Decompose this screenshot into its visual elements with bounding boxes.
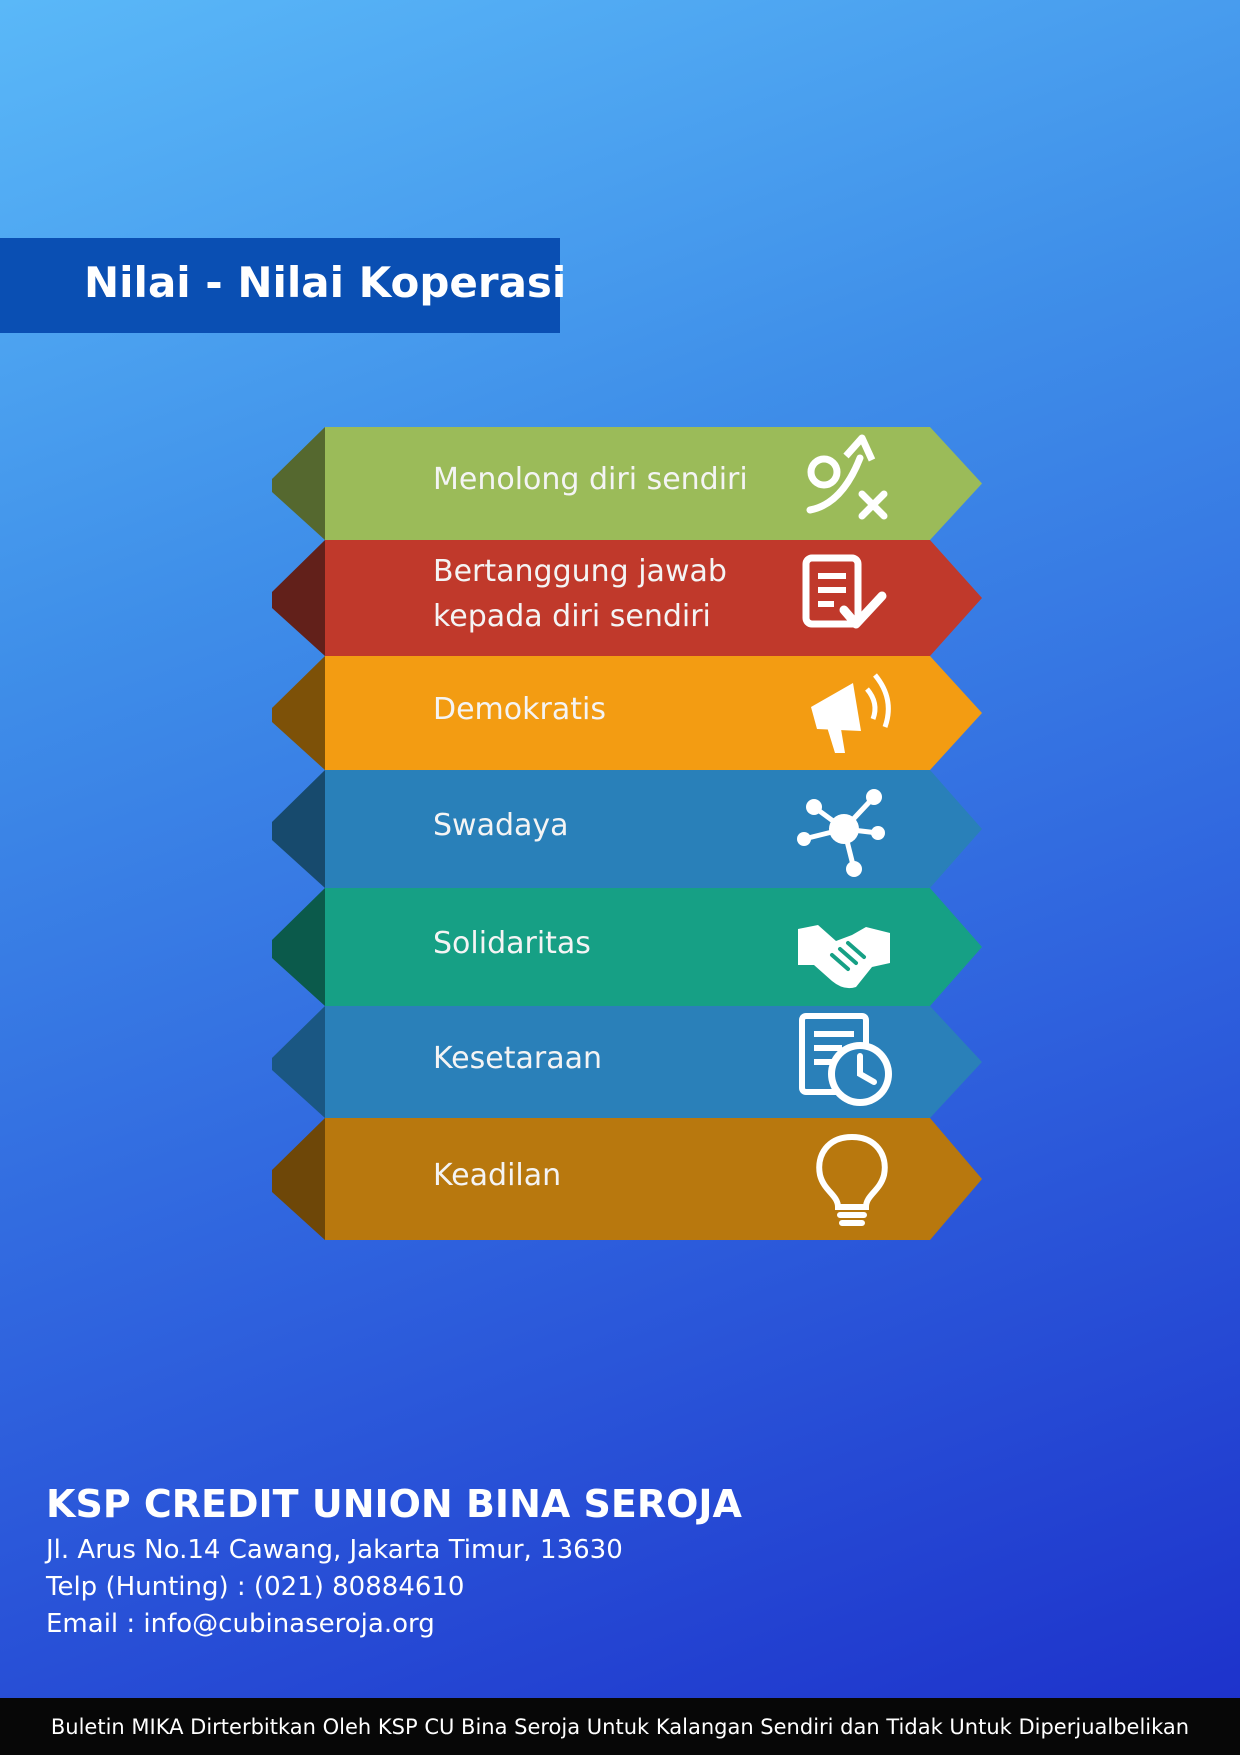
section-title-banner: Nilai - Nilai Koperasi [0, 238, 566, 333]
band-side-face [272, 656, 325, 770]
phone-text: Telp (Hunting) : (021) 80884610 [46, 1572, 465, 1602]
disclaimer-bar: Buletin MIKA Dirterbitkan Oleh KSP CU Bi… [0, 1698, 1240, 1755]
address-text: Jl. Arus No.14 Cawang, Jakarta Timur, 13… [46, 1535, 623, 1565]
email-text: Email : info@cubinaseroja.org [46, 1609, 435, 1639]
value-band [325, 427, 982, 540]
schedule-clock-icon [792, 1010, 896, 1114]
network-icon [792, 777, 896, 881]
value-label-line: Menolong diri sendiri [433, 462, 748, 497]
value-label-line: Solidaritas [433, 925, 591, 961]
values-infographic [272, 427, 982, 1240]
band-side-face [272, 1006, 325, 1118]
value-label-line: Bertanggung jawab [433, 554, 727, 589]
lightbulb-icon [800, 1127, 904, 1231]
band-side-face [272, 540, 325, 656]
value-label-line: Demokratis [433, 691, 606, 727]
contact-block: KSP CREDIT UNION BINA SEROJA Jl. Arus No… [46, 1482, 742, 1643]
page-title: Nilai - Nilai Koperasi [84, 258, 567, 307]
disclaimer-text: Buletin MIKA Dirterbitkan Oleh KSP CU Bi… [50, 1714, 1190, 1739]
value-band [325, 1118, 982, 1240]
band-side-face [272, 427, 325, 540]
value-label: Kesetaraan [433, 1036, 602, 1081]
handshake-icon [792, 895, 896, 999]
band-side-face [272, 888, 325, 1006]
org-name: KSP CREDIT UNION BINA SEROJA [46, 1482, 742, 1526]
megaphone-icon [795, 661, 899, 765]
value-label-line: Kesetaraan [433, 1040, 602, 1076]
value-label-line: Swadaya [433, 807, 569, 843]
value-label-line: Keadilan [433, 1157, 562, 1193]
value-label: Solidaritas [433, 921, 591, 966]
value-band [325, 770, 982, 888]
checklist-icon [790, 546, 894, 650]
band-side-face [272, 1118, 325, 1240]
value-label: Keadilan [433, 1153, 561, 1198]
band-side-face [272, 770, 325, 888]
value-band [325, 656, 982, 770]
value-label-line: kepada diri sendiri [433, 599, 711, 634]
value-label: Bertanggung jawab kepada diri sendiri [433, 549, 727, 639]
value-label: Swadaya [433, 803, 569, 848]
value-label: Menolong diri sendiri [433, 457, 748, 502]
value-band [325, 888, 982, 1006]
strategy-icon [790, 432, 894, 536]
value-label: Demokratis [433, 687, 606, 732]
